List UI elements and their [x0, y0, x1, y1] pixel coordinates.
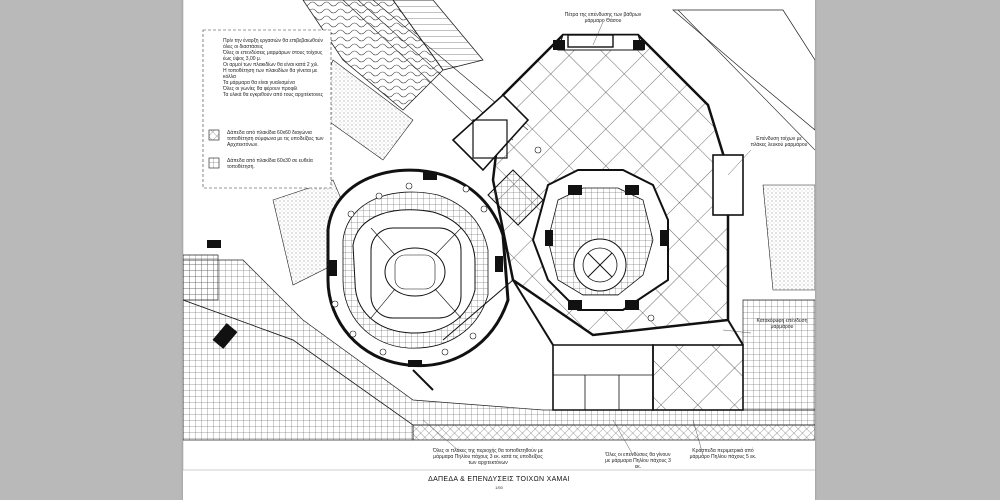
- legend-hatch-text: Δάπεδα από πλακίδια 60x30 σε ευθεία τοπο…: [227, 158, 313, 170]
- drawing-scale: 1/50: [495, 485, 503, 490]
- annotation-right: Επένδυση τοίχων με πλάκες λευκού μαρμάρο…: [750, 136, 808, 148]
- drawing-sheet: Πρίν την έναρξη εργασιών θα επιβεβαιωθού…: [183, 0, 815, 500]
- annotation-bottom-mid: Όλες οι επενδύσεις θα γίνουν με μάρμαρα …: [605, 452, 671, 470]
- frame-line: [183, 0, 815, 471]
- legend-hatch-text: Δάπεδα από πλακίδια 60x60 διαγώνια τοποθ…: [227, 130, 324, 148]
- legend-note: Τα υλικά θα εγκριθούν από τους αρχιτέκτο…: [223, 92, 324, 98]
- service-rooms: [451, 93, 744, 411]
- annotation-right-2: Κατακόρυφη επένδυση μαρμάρου: [756, 318, 808, 330]
- annotation-bottom-left: Όλες οι πλάκες της περιοχής θα τοποθετηθ…: [433, 448, 543, 466]
- legend-note: Η τοποθέτηση των πλακιδίων θα γίνεται με…: [223, 68, 318, 80]
- site-stairs: [272, 0, 529, 286]
- leader-lines: [422, 21, 752, 456]
- floor-plan-drawing: [183, 0, 815, 471]
- marker-group: [331, 146, 655, 356]
- annotation-top: Πέτρα της επένδυσης των βάθρων μάρμαρο Θ…: [564, 12, 642, 24]
- legend-note: Όλες οι επενδύσεις μαρμάρων στους τοίχου…: [223, 50, 323, 62]
- round-chapel: [207, 168, 510, 368]
- connecting-walls: [412, 279, 744, 391]
- legend-note: Όλες οι γωνίες θα φέρουν προφίλ: [223, 86, 298, 92]
- legend-note: Τα μάρμαρα θα είναι γυαλισμένα: [223, 80, 295, 86]
- annotation-bottom-right: Κράσπεδα περιμετρικά από μάρμαρο Πηλίου …: [689, 448, 757, 460]
- perimeter-paving: [183, 254, 815, 441]
- legend-note: Οι αρμοί των πλακιδίων θα είναι κατά 2 χ…: [223, 62, 319, 68]
- legend-notes: Πρίν την έναρξη εργασιών θα επιβεβαιωθού…: [223, 38, 327, 98]
- legend-box: [202, 29, 332, 189]
- drawing-title: ΔΑΠΕΔΑ & ΕΠΕΝΔΥΣΕΙΣ ΤΟΙΧΩΝ ΧΑΜΑΙ: [428, 476, 570, 483]
- right-landscape: [672, 9, 815, 291]
- main-hall: [491, 33, 730, 337]
- legend-note: Πρίν την έναρξη εργασιών θα επιβεβαιωθού…: [223, 38, 323, 50]
